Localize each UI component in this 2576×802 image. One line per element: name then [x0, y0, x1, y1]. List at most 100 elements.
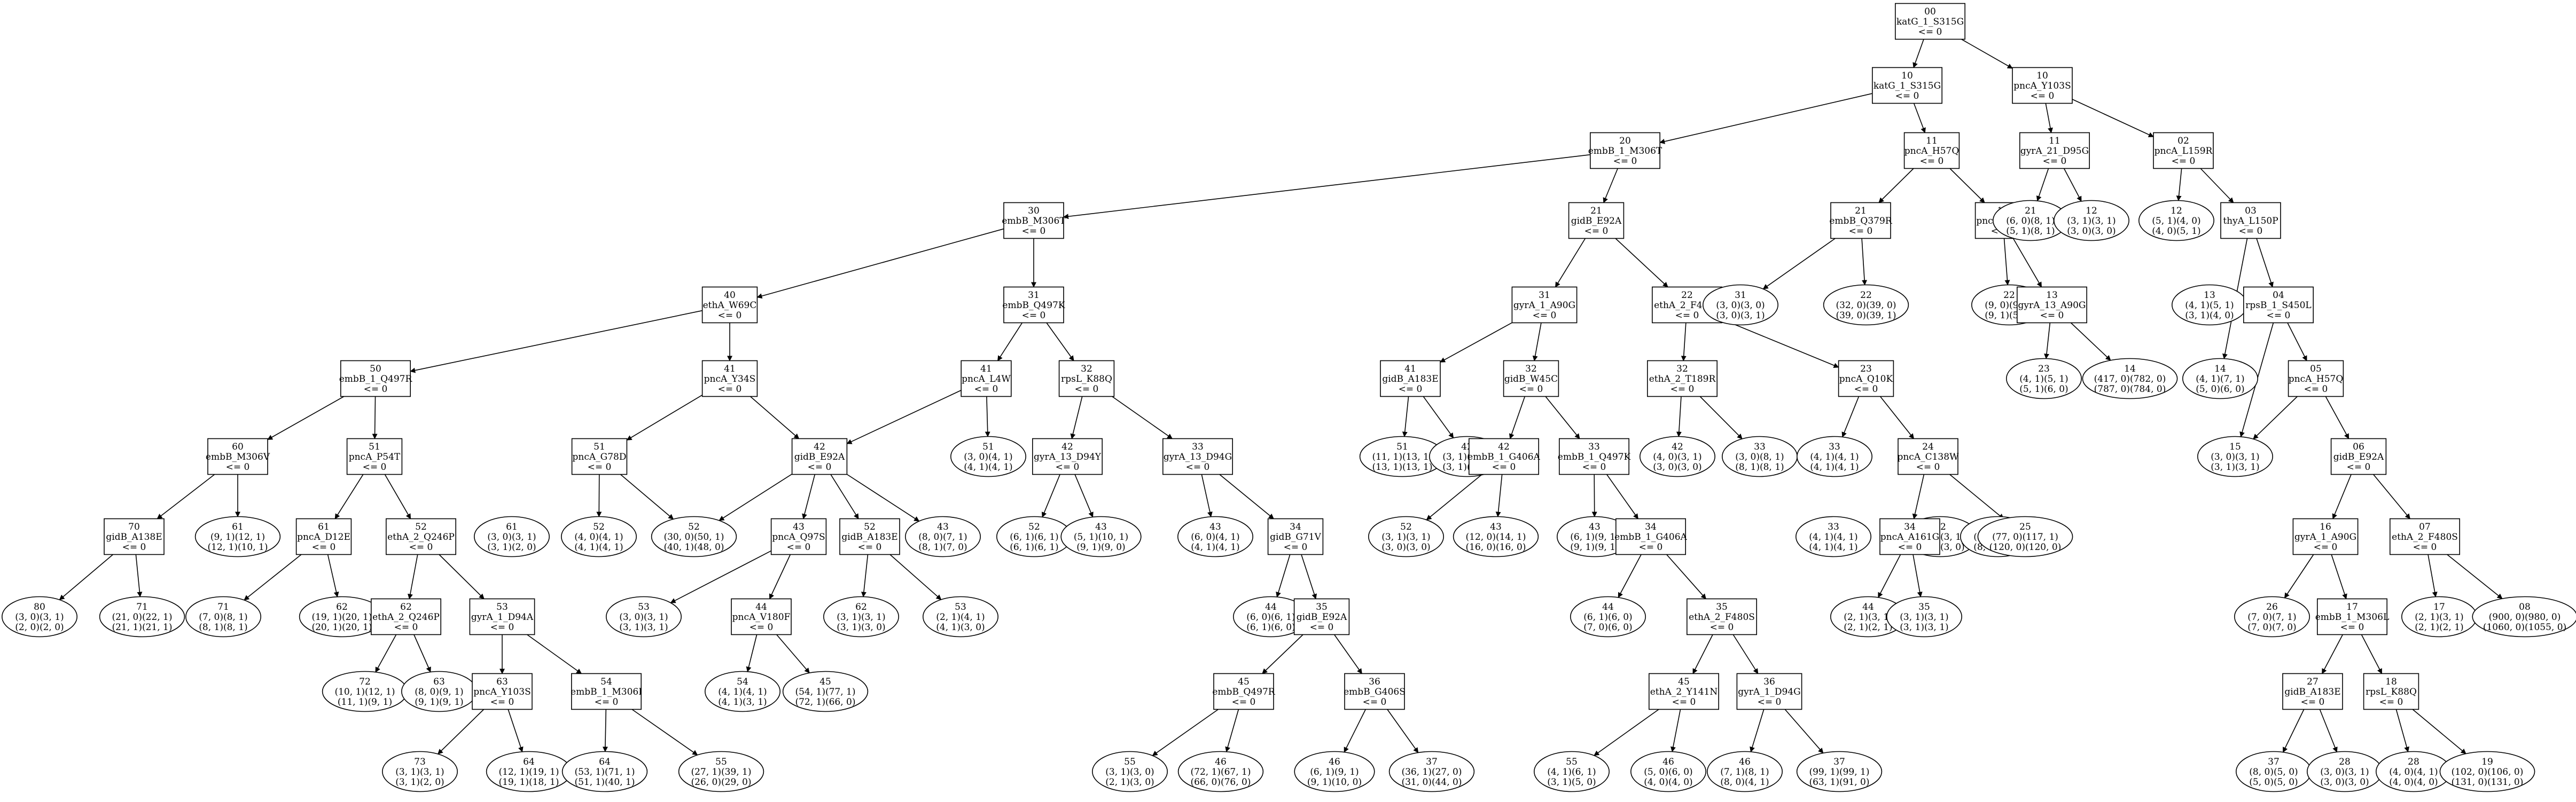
node-id-label: 60	[232, 442, 244, 452]
node-split-label: (6, 0)(4, 1)	[1191, 532, 1239, 542]
node-threshold-label: (5, 1)(8, 1)	[2006, 226, 2055, 237]
node-split-label: (4, 0)(3, 1)	[1653, 452, 1701, 462]
tree-node: 35(3, 1)(3, 1)(3, 1)(3, 1)	[1886, 596, 1963, 638]
node-threshold-label: (3, 0)(3, 0)	[1653, 462, 1701, 473]
node-threshold-label: (5, 0)(6, 0)	[2196, 384, 2244, 395]
leaf-node-ellipse	[1294, 751, 1375, 792]
node-split-label: pncA_Q10K	[1839, 374, 1893, 384]
split-node-box	[1032, 438, 1103, 475]
tree-edge-arrow	[1659, 93, 1872, 144]
tree-node: 64(12, 1)(19, 1)(19, 1)(18, 1)	[486, 751, 572, 792]
tree-edge-arrow	[2256, 238, 2274, 288]
tree-edge-arrow	[2287, 323, 2307, 361]
tree-edge-arrow	[334, 474, 364, 520]
tree-edge-arrow	[1699, 396, 1743, 439]
tree-node: 31(3, 0)(3, 0)(3, 0)(3, 1)	[1703, 284, 1779, 326]
tree-edge-arrow	[157, 474, 215, 520]
tree-edge-arrow	[1152, 709, 1219, 756]
node-id-label: 11	[2049, 136, 2060, 146]
node-split-label: gyrA_13_A90G	[2018, 300, 2086, 311]
node-threshold-label: <= 0	[2340, 622, 2364, 633]
node-threshold-label: <= 0	[1022, 310, 1046, 321]
node-split-label: embB_M306T	[1002, 216, 1066, 226]
node-split-label: (6, 1)(9, 1)	[1570, 532, 1619, 542]
leaf-node-ellipse	[950, 436, 1027, 477]
node-split-label: (77, 0)(117, 1)	[1992, 532, 2058, 542]
node-split-label: (2, 1)(3, 1)	[2415, 612, 2463, 623]
node-split-label: (3, 0)(3, 1)	[2320, 767, 2369, 777]
tree-edge-arrow	[135, 554, 143, 597]
tree-node: 52(30, 0)(50, 1)(40, 1)(48, 0)	[651, 516, 737, 557]
node-split-label: (2, 1)(3, 1)	[1844, 612, 1892, 623]
split-node-box	[1898, 438, 1958, 475]
node-id-label: 71	[136, 602, 148, 612]
node-threshold-label: <= 0	[1492, 462, 1516, 473]
tree-edge-arrow	[1074, 474, 1094, 518]
node-id-label: 50	[370, 364, 381, 374]
node-split-label: embB_1_Q497K	[1558, 452, 1631, 462]
leaf-node-ellipse	[1977, 516, 2073, 557]
node-threshold-label: (4, 1)(3, 0)	[936, 622, 985, 633]
node-id-label: 62	[855, 602, 867, 612]
tree-edge-arrow	[1046, 323, 1074, 361]
node-threshold-label: (120, 0)(120, 0)	[1989, 542, 2062, 553]
node-split-label: embB_1_M306T	[1588, 146, 1662, 156]
node-threshold-label: (4, 0)(5, 1)	[2152, 226, 2200, 237]
node-split-label: ethA_2_F480S	[2392, 532, 2458, 542]
tree-node: 37(36, 1)(27, 0)(31, 0)(44, 0)	[1388, 751, 1475, 792]
tree-edge-arrow	[1201, 474, 1213, 517]
tree-edge-arrow	[1949, 474, 2004, 520]
node-threshold-label: <= 0	[2031, 91, 2055, 101]
node-split-label: (3, 1)(3, 1)	[1900, 612, 1948, 623]
tree-node: 14(4, 1)(7, 1)(5, 0)(6, 0)	[2182, 358, 2259, 399]
leaf-node-ellipse	[185, 596, 261, 638]
node-split-label: (5, 1)(4, 0)	[2152, 216, 2200, 226]
split-node-box	[1344, 673, 1405, 710]
split-node-box	[2220, 202, 2281, 239]
split-node-box	[2316, 598, 2387, 635]
leaf-node-ellipse	[1060, 516, 1142, 557]
leaf-node-ellipse	[705, 671, 781, 712]
split-node-box	[2282, 673, 2343, 710]
tree-edge-arrow	[375, 634, 397, 673]
node-id-label: 11	[1926, 136, 1938, 146]
tree-edge-arrow	[1681, 323, 1687, 361]
tree-edge-arrow	[631, 709, 698, 756]
leaf-node-ellipse	[1368, 516, 1445, 557]
leaf-node-ellipse	[1534, 751, 1610, 792]
tree-edge-arrow	[1732, 634, 1759, 674]
split-node-box	[1615, 518, 1687, 555]
node-threshold-label: (31, 0)(44, 0)	[1401, 777, 1462, 788]
node-id-label: 22	[1681, 290, 1693, 301]
node-id-label: 33	[1588, 442, 1600, 452]
tree-edge-arrow	[1913, 554, 1923, 597]
tree-node: 46(5, 0)(6, 0)(4, 0)(4, 0)	[1630, 751, 1707, 792]
node-threshold-label: (8, 0)(4, 1)	[1720, 777, 1769, 788]
node-id-label: 34	[1904, 522, 1916, 532]
node-threshold-label: (3, 0)(3, 0)	[1381, 542, 1430, 553]
node-split-label: (3, 0)(8, 1)	[1735, 452, 1784, 462]
leaf-node-ellipse	[1797, 436, 1873, 477]
tree-edge-arrow	[508, 709, 524, 752]
leaf-node-ellipse	[1707, 751, 1783, 792]
node-threshold-label: (1060, 0)(1055, 0)	[2483, 622, 2566, 633]
node-split-label: gidB_E92A	[2333, 452, 2384, 462]
node-id-label: 46	[1215, 757, 1227, 767]
node-id-label: 32	[1525, 364, 1537, 374]
node-id-label: 42	[1672, 442, 1683, 452]
tree-edge-arrow	[2044, 323, 2051, 359]
node-threshold-label: (8, 1)(7, 0)	[918, 542, 967, 553]
tree-edge-arrow	[1594, 709, 1659, 756]
node-split-label: (72, 1)(67, 1)	[1190, 767, 1251, 777]
node-id-label: 41	[980, 364, 992, 374]
